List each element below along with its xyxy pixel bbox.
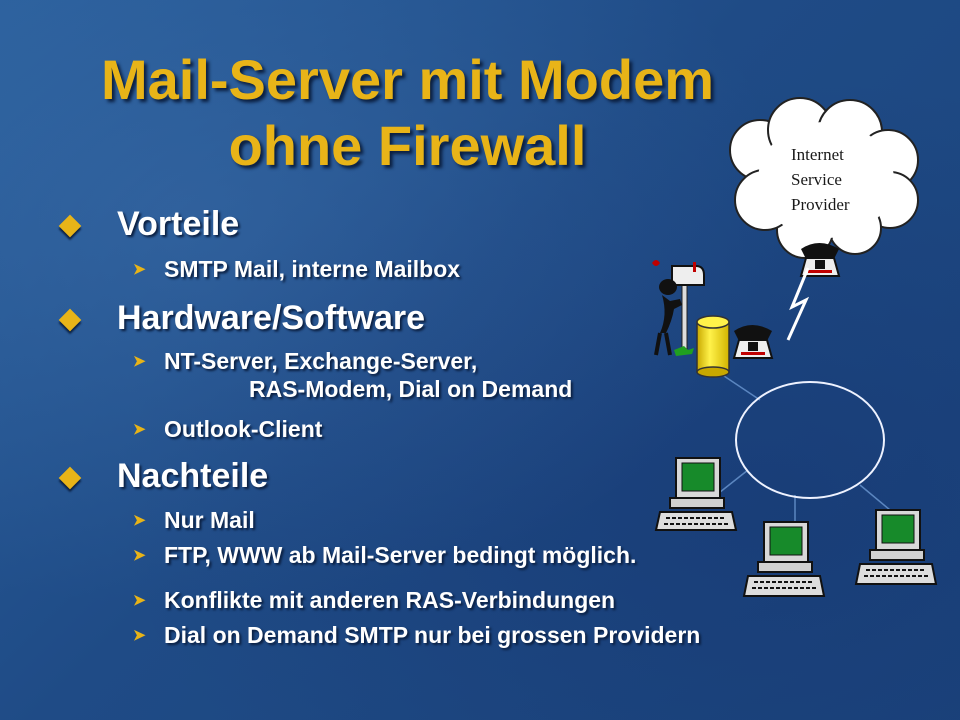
mail-server-cylinder-icon [696, 315, 730, 378]
list-item: SMTP Mail, interne Mailbox [164, 256, 461, 282]
isp-label-line1: Internet [791, 145, 844, 164]
list-item: Outlook-Client [164, 416, 323, 442]
workstation-icon-middle [742, 521, 826, 597]
isp-label: Internet Service Provider [791, 142, 881, 217]
section-heading-nachteile: Nachteile [117, 457, 269, 495]
arrow-bullet-icon: ➤ [133, 547, 146, 564]
list-item: Dial on Demand SMTP nur bei grossen Prov… [164, 622, 701, 648]
list-item: NT-Server, Exchange-Server, [164, 348, 478, 374]
list-item-continuation: RAS-Modem, Dial on Demand [249, 376, 573, 402]
lan-ring [735, 381, 885, 499]
section-heading-hardware-software: Hardware/Software [117, 299, 425, 337]
arrow-bullet-icon: ➤ [133, 421, 146, 438]
local-telephone-icon [732, 325, 774, 359]
list-item: Konflikte mit anderen RAS-Verbindungen [164, 587, 616, 613]
mailbox-figure-icon [652, 260, 705, 356]
isp-label-line2: Service [791, 170, 842, 189]
lightning-bolt-icon [786, 267, 810, 341]
workstation-icon-left [654, 457, 738, 531]
list-item: Nur Mail [164, 507, 255, 533]
isp-label-line3: Provider [791, 195, 850, 214]
workstation-icon-right [854, 509, 938, 585]
isp-cloud [729, 97, 919, 259]
arrow-bullet-icon: ➤ [133, 261, 146, 278]
slide-title-line2: ohne Firewall [228, 114, 587, 177]
isp-telephone-icon [799, 243, 841, 277]
slide-title-line1: Mail-Server mit Modem [100, 48, 715, 111]
arrow-bullet-icon: ➤ [133, 592, 146, 609]
list-item: FTP, WWW ab Mail-Server bedingt möglich. [164, 542, 637, 568]
arrow-bullet-icon: ➤ [133, 627, 146, 644]
arrow-bullet-icon: ➤ [133, 512, 146, 529]
section-heading-vorteile: Vorteile [117, 205, 240, 243]
arrow-bullet-icon: ➤ [133, 353, 146, 370]
